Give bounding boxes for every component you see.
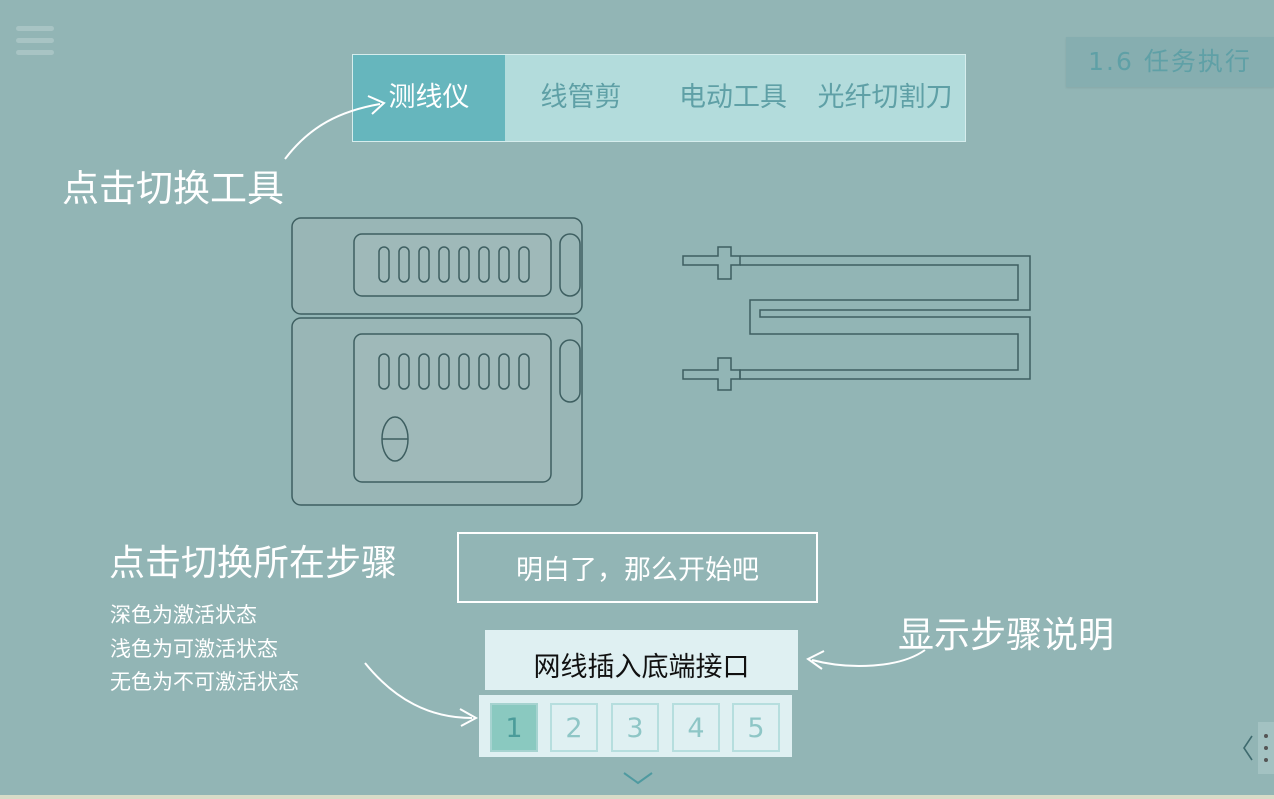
menu-icon[interactable] <box>16 24 56 60</box>
step-button-5[interactable]: 5 <box>732 703 780 752</box>
start-button[interactable]: 明白了，那么开始吧 <box>457 532 818 603</box>
step-button-4[interactable]: 4 <box>672 703 720 752</box>
legend-unavailable-text: 无色为不可激活状态 <box>110 670 299 694</box>
step-selector: 1 2 3 4 5 <box>479 695 792 757</box>
chevron-left-icon[interactable] <box>1240 734 1256 762</box>
annotation-arrow <box>364 662 479 727</box>
legend-active-text: 深色为激活状态 <box>110 603 257 627</box>
step-button-2[interactable]: 2 <box>550 703 598 752</box>
section-title: 1.6 任务执行 <box>1066 37 1274 87</box>
switch-tool-note: 点击切换工具 <box>62 167 284 210</box>
tab-fiber-cleaver[interactable]: 光纤切割刀 <box>817 82 953 113</box>
legend-available-text: 浅色为可激活状态 <box>110 637 278 661</box>
cable-tester-illustration <box>291 217 583 506</box>
chevron-down-icon[interactable] <box>622 770 654 788</box>
switch-step-note: 点击切换所在步骤 <box>109 543 398 584</box>
network-cable-illustration <box>682 246 1031 391</box>
bottom-divider <box>0 795 1274 799</box>
tab-conduit-cutter[interactable]: 线管剪 <box>540 82 622 113</box>
step-description: 网线插入底端接口 <box>485 630 798 690</box>
annotation-arrow <box>806 649 926 670</box>
tab-tester[interactable]: 测线仪 <box>353 55 505 141</box>
step-button-1[interactable]: 1 <box>490 703 538 752</box>
step-description-note: 显示步骤说明 <box>898 615 1115 656</box>
step-button-3[interactable]: 3 <box>611 703 659 752</box>
tool-tabs: 测线仪 线管剪 电动工具 光纤切割刀 <box>352 54 966 142</box>
more-vertical-icon[interactable] <box>1258 722 1274 774</box>
tab-power-tool[interactable]: 电动工具 <box>679 82 787 113</box>
annotation-arrow <box>284 95 386 160</box>
